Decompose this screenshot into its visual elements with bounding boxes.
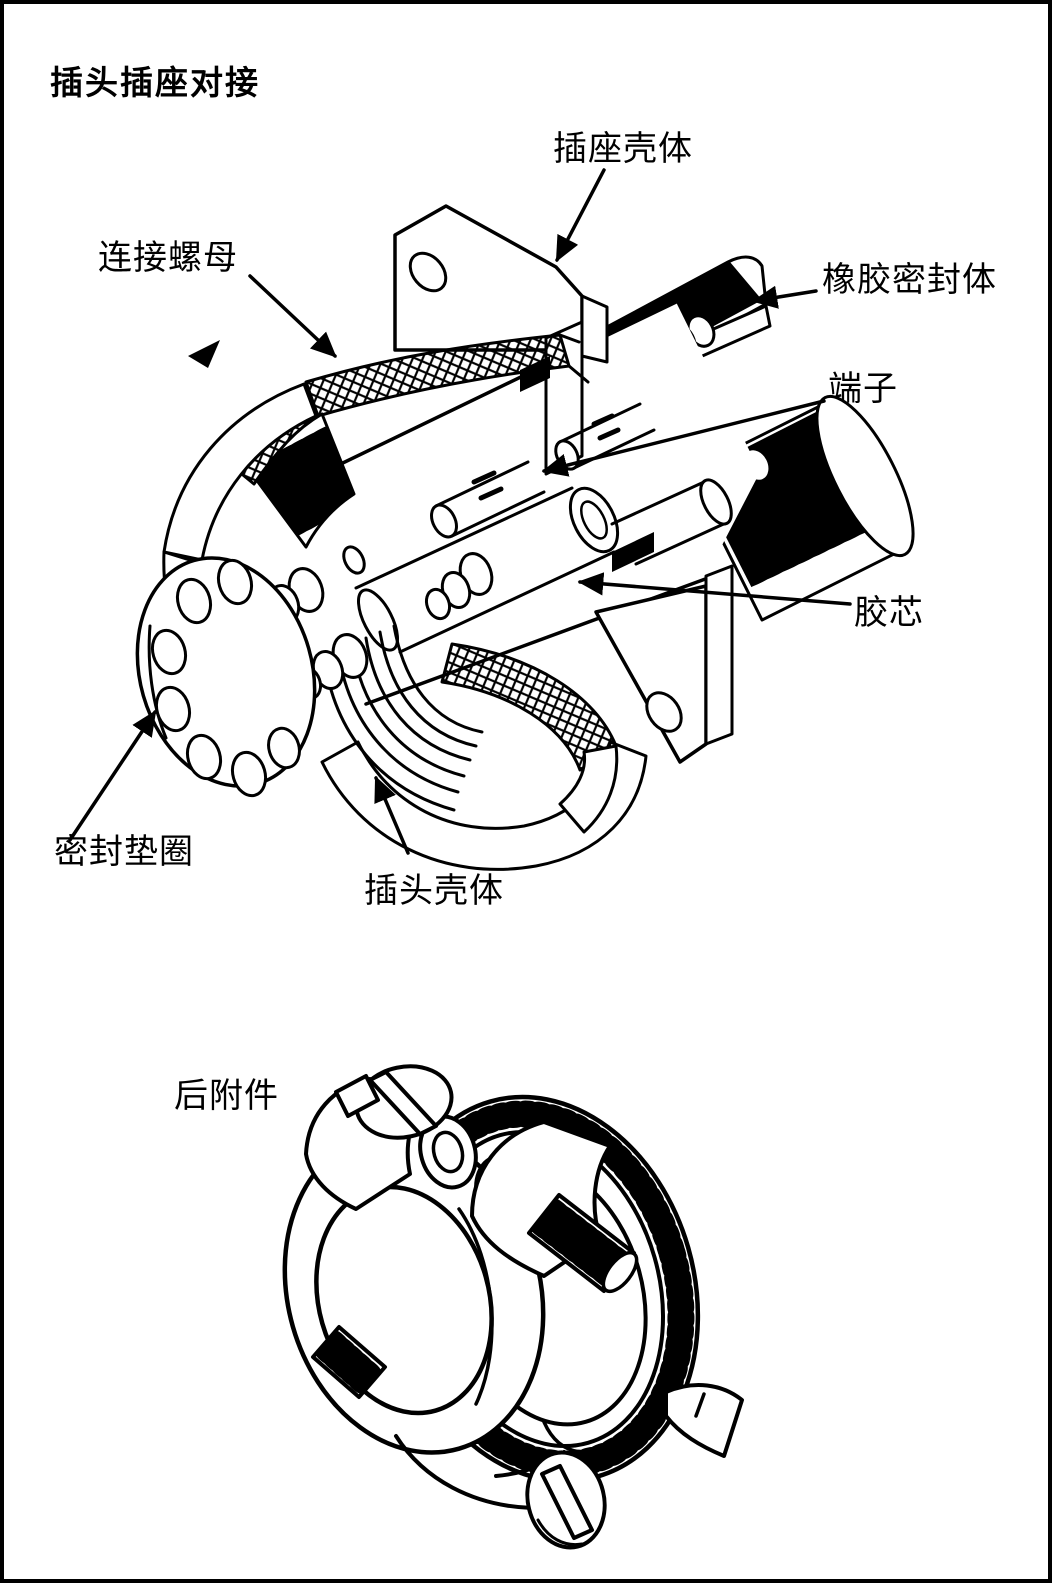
leader-arrows: [68, 168, 852, 855]
label-rubber-seal: 橡胶密封体: [822, 262, 997, 299]
clamp-screws: [311, 1064, 639, 1550]
coupling-nut: [162, 333, 590, 696]
page-title: 插头插座对接: [50, 63, 260, 102]
diagram-artwork: [68, 168, 915, 1550]
section-cut-marks: [188, 340, 654, 572]
arrow-rubber-seal: [751, 285, 818, 309]
main-figure-drawing: [135, 204, 915, 871]
label-sealing-gasket: 密封垫圈: [54, 834, 194, 871]
arrow-sealing-gasket: [68, 710, 157, 842]
label-rear-accessory: 后附件: [174, 1078, 279, 1115]
arrow-terminal: [541, 399, 826, 477]
arrow-socket-housing: [555, 168, 606, 263]
sealing-gasket-disc: [135, 556, 317, 798]
rear-accessory-drawing: [282, 1064, 744, 1550]
label-coupling-nut: 连接螺母: [98, 240, 238, 277]
arrow-rubber-insert: [577, 572, 852, 606]
label-socket-housing: 插座壳体: [553, 131, 693, 168]
arrow-coupling-nut: [248, 274, 337, 358]
label-rubber-insert: 胶芯: [854, 595, 924, 632]
arrow-plug-housing: [374, 775, 410, 855]
label-plug-housing: 插头壳体: [364, 873, 504, 910]
terminals: [342, 402, 733, 654]
plug-housing: [320, 624, 648, 871]
